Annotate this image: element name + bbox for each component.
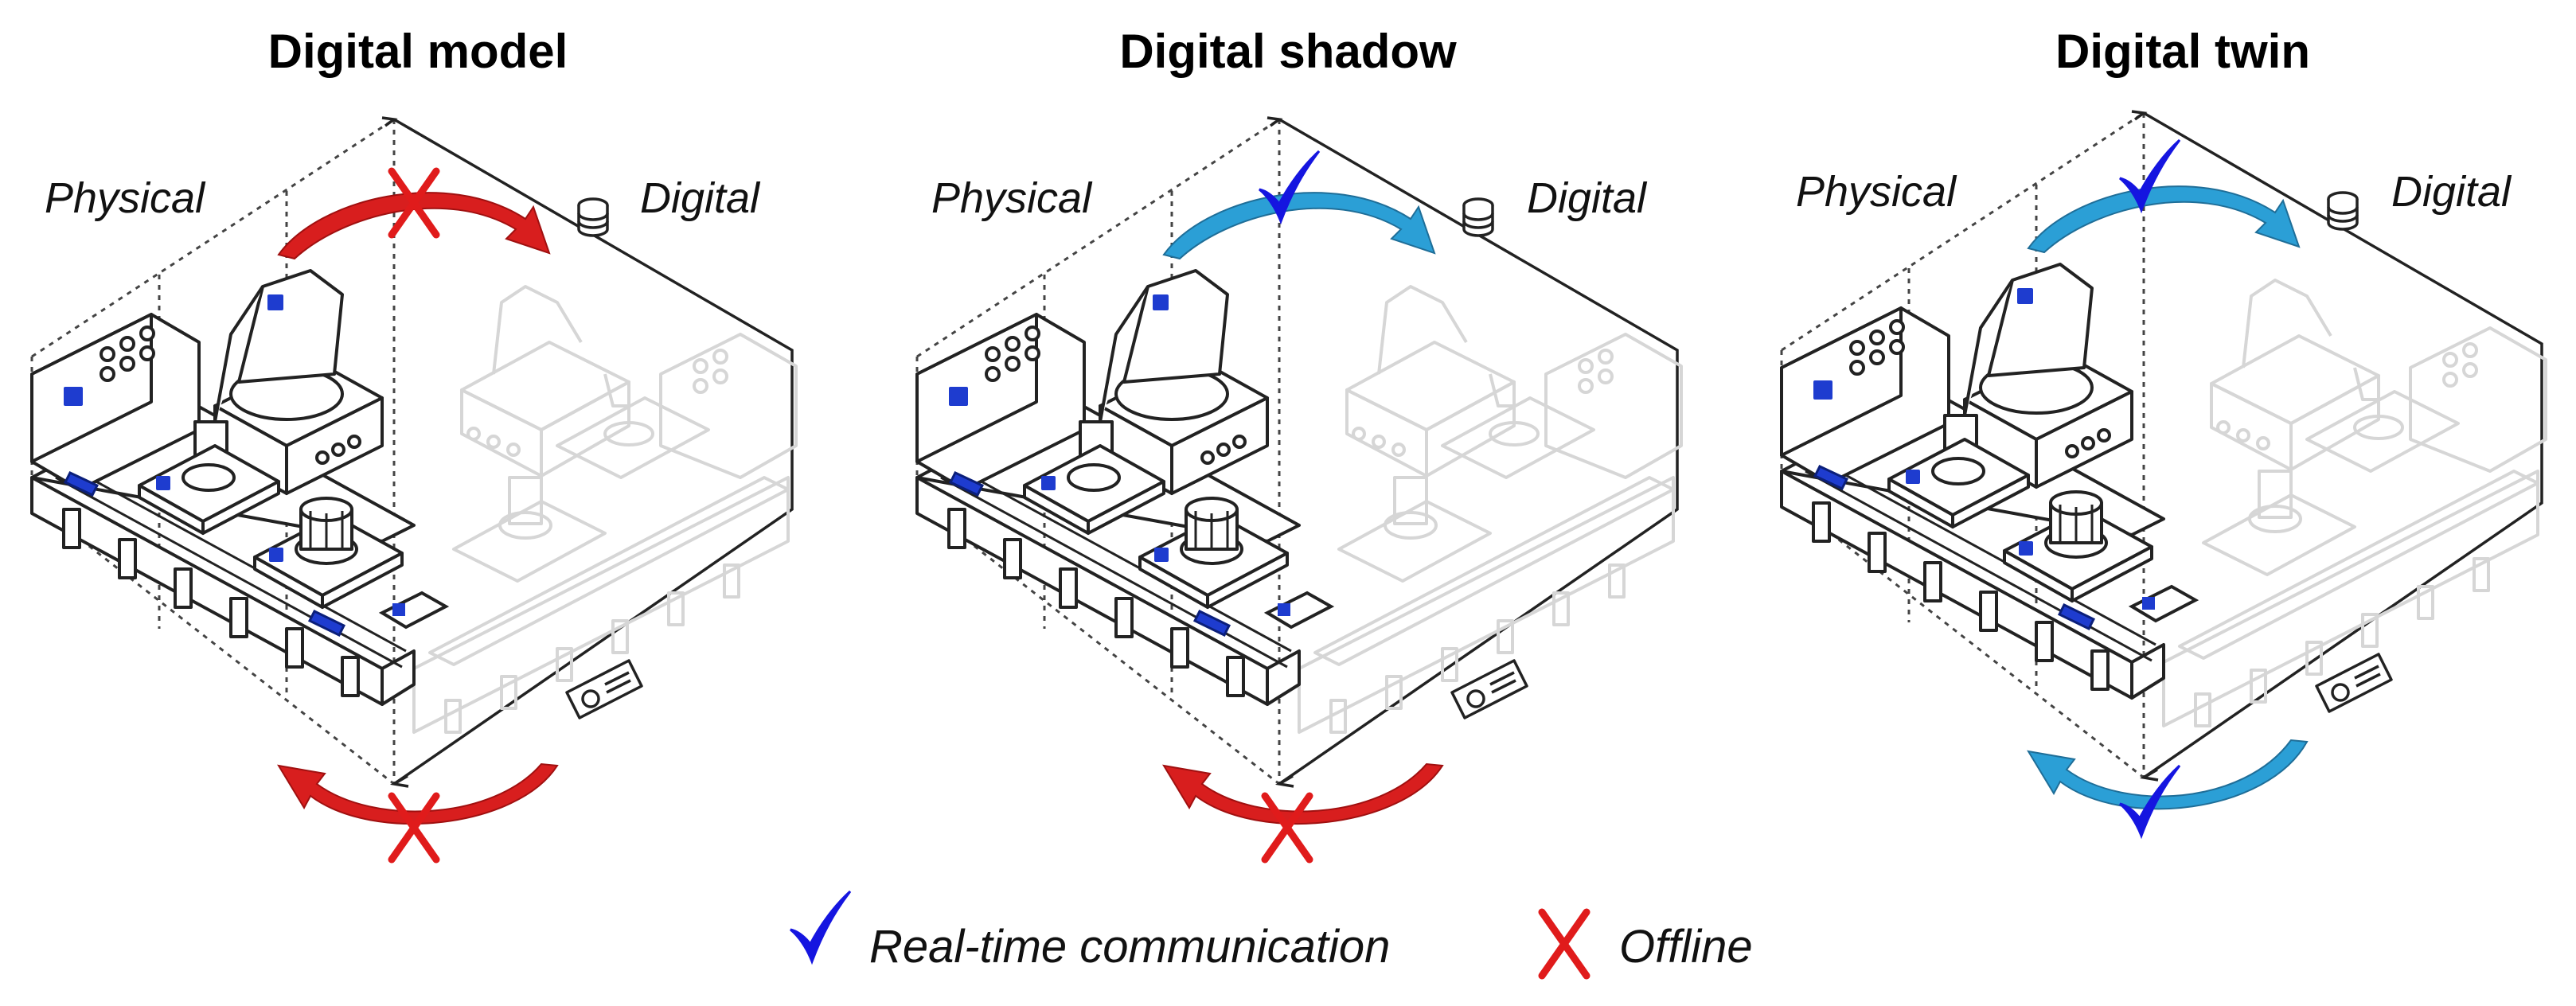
legend-realtime-label: Real-time communication [869,921,1391,973]
panel-digital-twin [1780,110,2547,837]
panel-digital-model [30,116,798,860]
legend-offline-label: Offline [1619,921,1753,973]
physical-label-1: Physical [45,174,205,222]
x-mark-icon-bottom [392,796,436,860]
top-arrow-realtime [1163,192,1435,259]
bottom-arrow-offline [1163,763,1443,825]
panel-title-digital-shadow: Digital shadow [1119,25,1457,78]
physical-label-2: Physical [931,174,1092,222]
digital-label-1: Digital [640,174,760,222]
digital-label-2: Digital [1527,174,1647,222]
bottom-arrow-offline [278,763,558,825]
physical-label-3: Physical [1796,168,1957,216]
digital-label-3: Digital [2391,168,2512,216]
panel-title-digital-model: Digital model [267,25,568,78]
x-mark-icon-bottom [1265,796,1309,860]
x-mark-icon [1542,912,1587,976]
checkmark-icon [789,890,852,963]
panel-title-digital-twin: Digital twin [2055,25,2310,78]
top-arrow-realtime [2028,185,2300,253]
panel-digital-shadow [915,116,1683,860]
bottom-arrow-realtime [2028,739,2308,810]
